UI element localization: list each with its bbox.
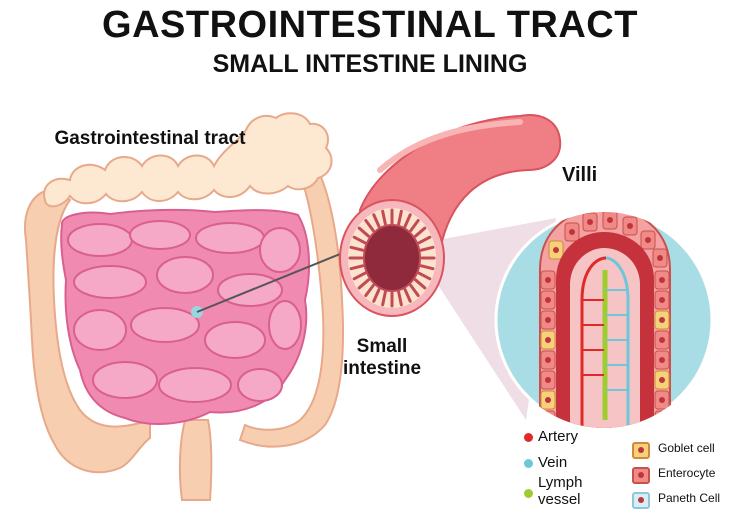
cell-nucleus [545, 397, 551, 403]
fringe-line [397, 290, 403, 307]
fringe-line [413, 278, 427, 290]
fringe-line [419, 264, 435, 271]
fringe-line [364, 283, 375, 298]
cell-nucleus [659, 357, 665, 363]
small-intestine-label: Small intestine [342, 336, 422, 379]
cell-nucleus [545, 357, 551, 363]
goblet-cell-swatch [632, 442, 650, 459]
villi-cross-section [494, 210, 714, 430]
cell-nucleus [657, 255, 663, 261]
cell-nucleus [545, 377, 551, 383]
fringe-line [381, 290, 387, 307]
page-title: GASTROINTESTINAL TRACT [102, 4, 638, 46]
pointer-line [196, 251, 346, 313]
fringe-line [364, 218, 375, 233]
cell-nucleus [659, 277, 665, 283]
cell-nucleus [545, 297, 551, 303]
cell-nucleus [545, 337, 551, 343]
fringe-line [349, 245, 365, 252]
fringe-line [381, 209, 387, 226]
cell-nucleus [659, 337, 665, 343]
legend-label: Vein [538, 454, 568, 471]
legend-item-vein: Vein [524, 454, 567, 471]
intestine-tube [339, 114, 562, 317]
artery-swatch [524, 433, 533, 442]
cell-nucleus [553, 247, 559, 253]
cell-nucleus [607, 217, 613, 223]
legend-item-enterocyte: Enterocyte [632, 466, 715, 484]
fringe-line [352, 271, 367, 281]
cell-nucleus [587, 219, 593, 225]
cell-nucleus [569, 229, 575, 235]
legend-label: Goblet cell [658, 441, 715, 455]
legend-item-artery: Artery [524, 428, 578, 445]
epithelial-cell [654, 410, 670, 428]
fringe-line [372, 213, 381, 228]
page-subtitle: SMALL INTESTINE LINING [212, 50, 528, 78]
fringe-line [409, 283, 420, 298]
cell-nucleus [545, 417, 551, 423]
legend-label: Enterocyte [658, 466, 716, 480]
fringe-line [397, 209, 403, 226]
lymph-swatch [524, 489, 533, 498]
fringe-line [413, 226, 427, 238]
cell-nucleus [659, 397, 665, 403]
fringe-line [352, 235, 367, 245]
gi-tract-label: Gastrointestinal tract [54, 128, 246, 149]
fringe-line [417, 235, 432, 245]
cell-nucleus [545, 317, 551, 323]
legend-item-lymph: Lymph vessel [524, 474, 604, 508]
small-intestine-loops [60, 208, 311, 425]
cell-nucleus [659, 297, 665, 303]
fringe-line [409, 218, 420, 233]
fringe-line [357, 226, 371, 238]
villi-label: Villi [562, 164, 598, 186]
colon-illustration [24, 112, 344, 501]
cell-nucleus [627, 223, 633, 229]
cell-nucleus [659, 417, 665, 423]
fringe-line [419, 245, 435, 252]
legend-label: Paneth Cell [658, 491, 721, 505]
fringe-line [403, 213, 412, 228]
paneth-cell-swatch [632, 492, 650, 509]
enterocyte-swatch [632, 467, 650, 484]
fringe-line [417, 271, 432, 281]
fringe-line [403, 288, 412, 303]
cell-nucleus [659, 317, 665, 323]
cell-nucleus [545, 277, 551, 283]
legend-label: Lymph vessel [538, 474, 583, 508]
cell-nucleus [645, 237, 651, 243]
fringe-line [372, 288, 381, 303]
legend-label: Artery [538, 428, 579, 445]
fringe-line [357, 278, 371, 290]
legend-item-goblet: Goblet cell [632, 441, 715, 459]
cell-nucleus [659, 377, 665, 383]
vein-swatch [524, 459, 533, 468]
fringe-line [349, 264, 365, 271]
legend-item-paneth: Paneth Cell [632, 491, 720, 509]
